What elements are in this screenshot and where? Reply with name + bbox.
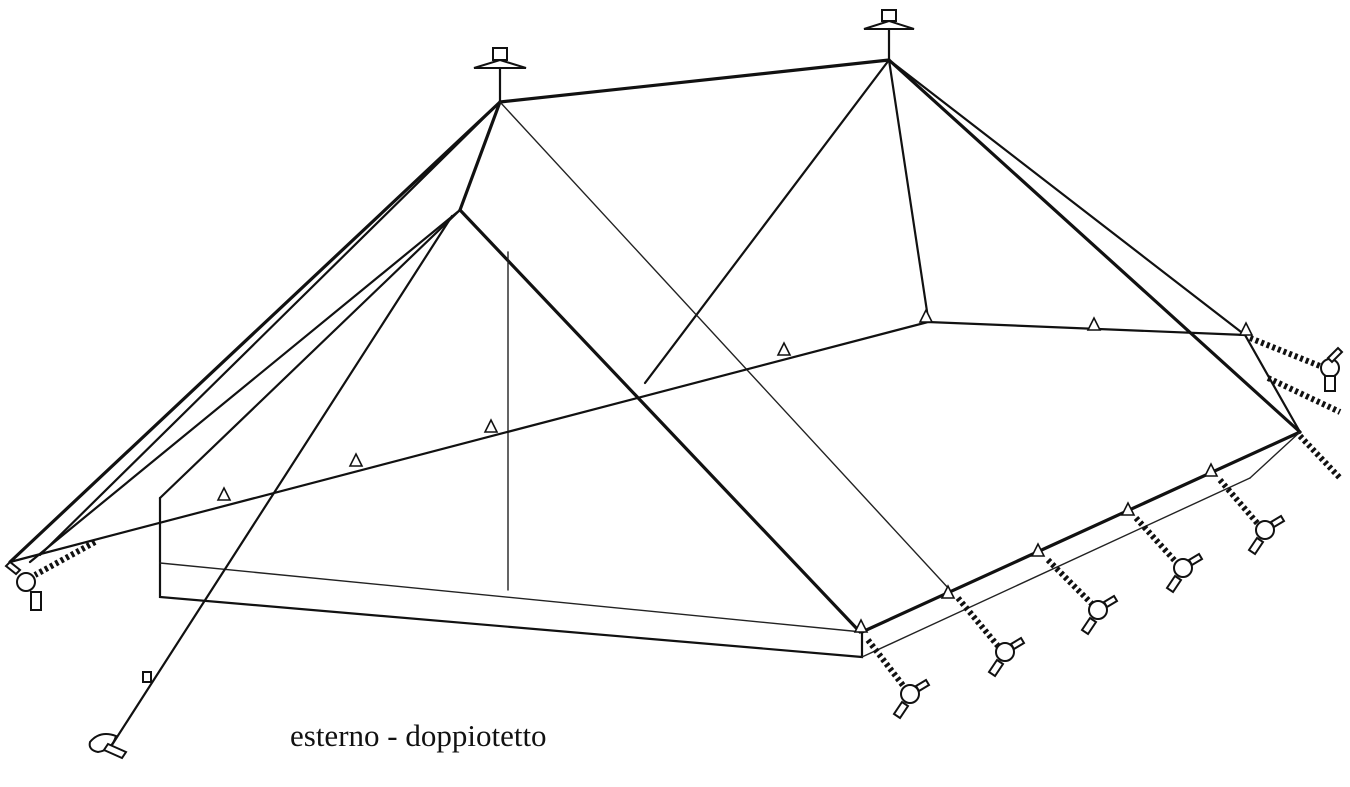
loop-markers — [216, 308, 1254, 633]
left-corner-anchor — [4, 539, 97, 611]
front-anchor-4 — [1133, 515, 1204, 594]
front-chains — [865, 478, 1286, 720]
front-anchor-1 — [865, 638, 931, 720]
right-side-anchors — [1248, 335, 1344, 481]
outer-fly-roof — [8, 58, 1302, 591]
front-anchor-3 — [1045, 557, 1119, 636]
front-anchor-5 — [1217, 478, 1286, 556]
inner-tent — [8, 208, 1302, 659]
front-guy-line — [88, 214, 454, 760]
diagram-caption: esterno - doppiotetto — [290, 718, 547, 753]
pole-top-right — [863, 9, 915, 62]
pole-top-left — [473, 47, 527, 104]
front-anchor-2 — [955, 596, 1026, 678]
